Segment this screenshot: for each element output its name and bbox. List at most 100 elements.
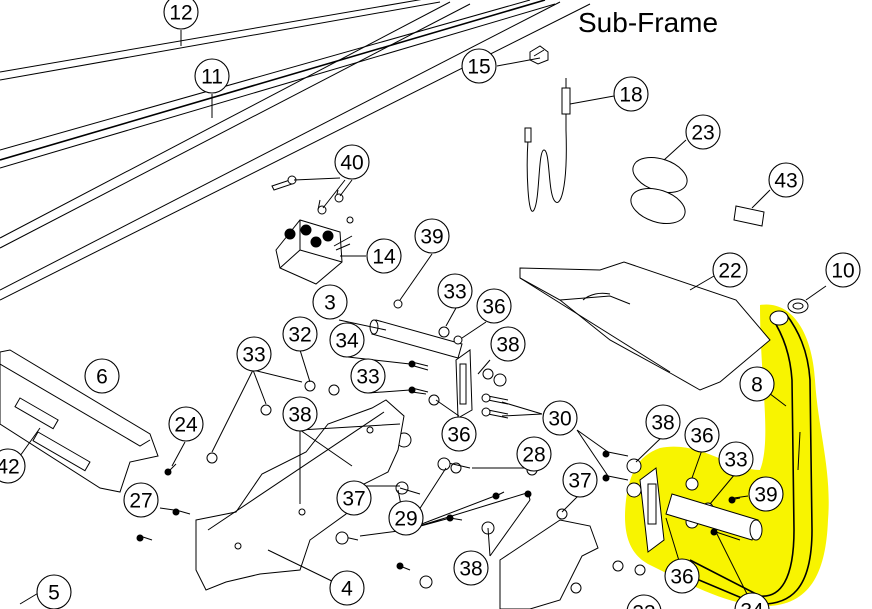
callout-circle — [748, 476, 784, 512]
callout-circle — [414, 218, 450, 254]
callout-circle — [684, 417, 720, 453]
callout-circle — [626, 594, 662, 609]
cap-part-10 — [787, 298, 809, 314]
solenoid-part-14 — [275, 216, 354, 285]
callout-36: 36 — [664, 558, 700, 594]
callout-number: 30 — [548, 408, 571, 431]
callout-37: 37 — [562, 462, 598, 498]
callout-circle — [36, 574, 72, 609]
side-member-part-6 — [0, 349, 159, 493]
callout-number: 33 — [443, 281, 466, 304]
highlight-region — [625, 304, 829, 607]
callout-circle — [0, 448, 26, 484]
callout-number: 33 — [632, 602, 655, 609]
callout-number: 11 — [201, 66, 223, 89]
callout-circle — [664, 558, 700, 594]
callout-number: 36 — [670, 566, 693, 589]
callout-circle — [312, 284, 348, 320]
callout-circle — [476, 288, 512, 324]
callout-number: 33 — [242, 344, 265, 367]
callout-number: 23 — [691, 122, 714, 145]
callout-number: 24 — [174, 414, 198, 437]
lens-part-23 — [630, 156, 688, 225]
callout-circle — [453, 550, 489, 586]
callout-39: 39 — [748, 476, 784, 512]
sensor-part-18 — [524, 78, 571, 212]
callout-36: 36 — [441, 416, 477, 452]
callout-22: 22 — [712, 252, 748, 288]
callout-number: 37 — [342, 488, 365, 511]
callout-37: 37 — [336, 480, 372, 516]
callout-number: 22 — [718, 260, 741, 283]
callout-number: 39 — [420, 226, 443, 249]
callout-12: 12 — [163, 0, 199, 30]
callout-circle — [168, 406, 204, 442]
callout-33: 33 — [236, 336, 272, 372]
callout-5: 5 — [36, 574, 72, 609]
callout-number: 3 — [324, 292, 336, 315]
callout-number: 34 — [335, 330, 359, 353]
callout-36: 36 — [684, 417, 720, 453]
callout-number: 38 — [459, 558, 482, 581]
rail-part-12 — [0, 0, 556, 169]
callout-number: 5 — [48, 582, 60, 605]
callout-38: 38 — [490, 326, 526, 362]
callout-number: 33 — [356, 366, 379, 389]
callout-number: 8 — [751, 374, 763, 397]
callout-33: 33 — [437, 273, 473, 309]
callout-43: 43 — [768, 162, 804, 198]
callout-39: 39 — [414, 218, 450, 254]
callout-42: 42 — [0, 448, 26, 484]
callout-circle — [562, 462, 598, 498]
callout-number: 6 — [96, 366, 108, 389]
callout-circle — [163, 0, 199, 30]
callout-number: 36 — [482, 296, 505, 319]
callout-number: 10 — [831, 260, 854, 283]
callout-number: 36 — [690, 425, 713, 448]
callout-number: 39 — [754, 484, 777, 507]
callout-circle — [461, 48, 497, 84]
callout-15: 15 — [461, 48, 497, 84]
callout-33: 33 — [350, 358, 386, 394]
callout-number: 43 — [774, 170, 797, 193]
callout-circle — [613, 76, 649, 112]
callout-number: 32 — [288, 324, 311, 347]
callout-40: 40 — [334, 144, 370, 180]
rail-part-11 — [0, 1, 591, 301]
callout-circle — [350, 358, 386, 394]
callout-circle — [282, 396, 318, 432]
callout-circle — [516, 436, 552, 472]
callout-23: 23 — [685, 114, 721, 150]
hardware-bolts — [136, 299, 741, 571]
bracket-part-38-upper — [455, 349, 473, 419]
callout-24: 24 — [168, 406, 204, 442]
callout-14: 14 — [366, 238, 402, 274]
callout-circle — [194, 58, 230, 94]
callout-circle — [542, 400, 578, 436]
clip-part-15 — [529, 45, 549, 65]
callout-38: 38 — [282, 396, 318, 432]
callout-circle — [739, 366, 775, 402]
callout-number: 40 — [340, 152, 363, 175]
decal-part-43 — [733, 205, 765, 227]
plate-part-22 — [519, 261, 771, 391]
callout-number: 4 — [341, 578, 353, 601]
callout-number: 38 — [496, 334, 519, 357]
callout-33: 33 — [718, 441, 754, 477]
callout-circle — [490, 326, 526, 362]
callout-number: 37 — [568, 470, 591, 493]
callout-number: 36 — [447, 424, 470, 447]
callout-number: 12 — [169, 2, 192, 25]
callout-30: 30 — [542, 400, 578, 436]
callout-circle — [236, 336, 272, 372]
callout-number: 14 — [372, 246, 396, 269]
callout-circle — [718, 441, 754, 477]
callout-circle — [329, 570, 365, 606]
callout-number: 34 — [740, 600, 764, 609]
callout-28: 28 — [516, 436, 552, 472]
bracket-part-38-lower — [639, 467, 763, 553]
callout-8: 8 — [739, 366, 775, 402]
callout-circle — [282, 316, 318, 352]
callout-33: 33 — [626, 594, 662, 609]
